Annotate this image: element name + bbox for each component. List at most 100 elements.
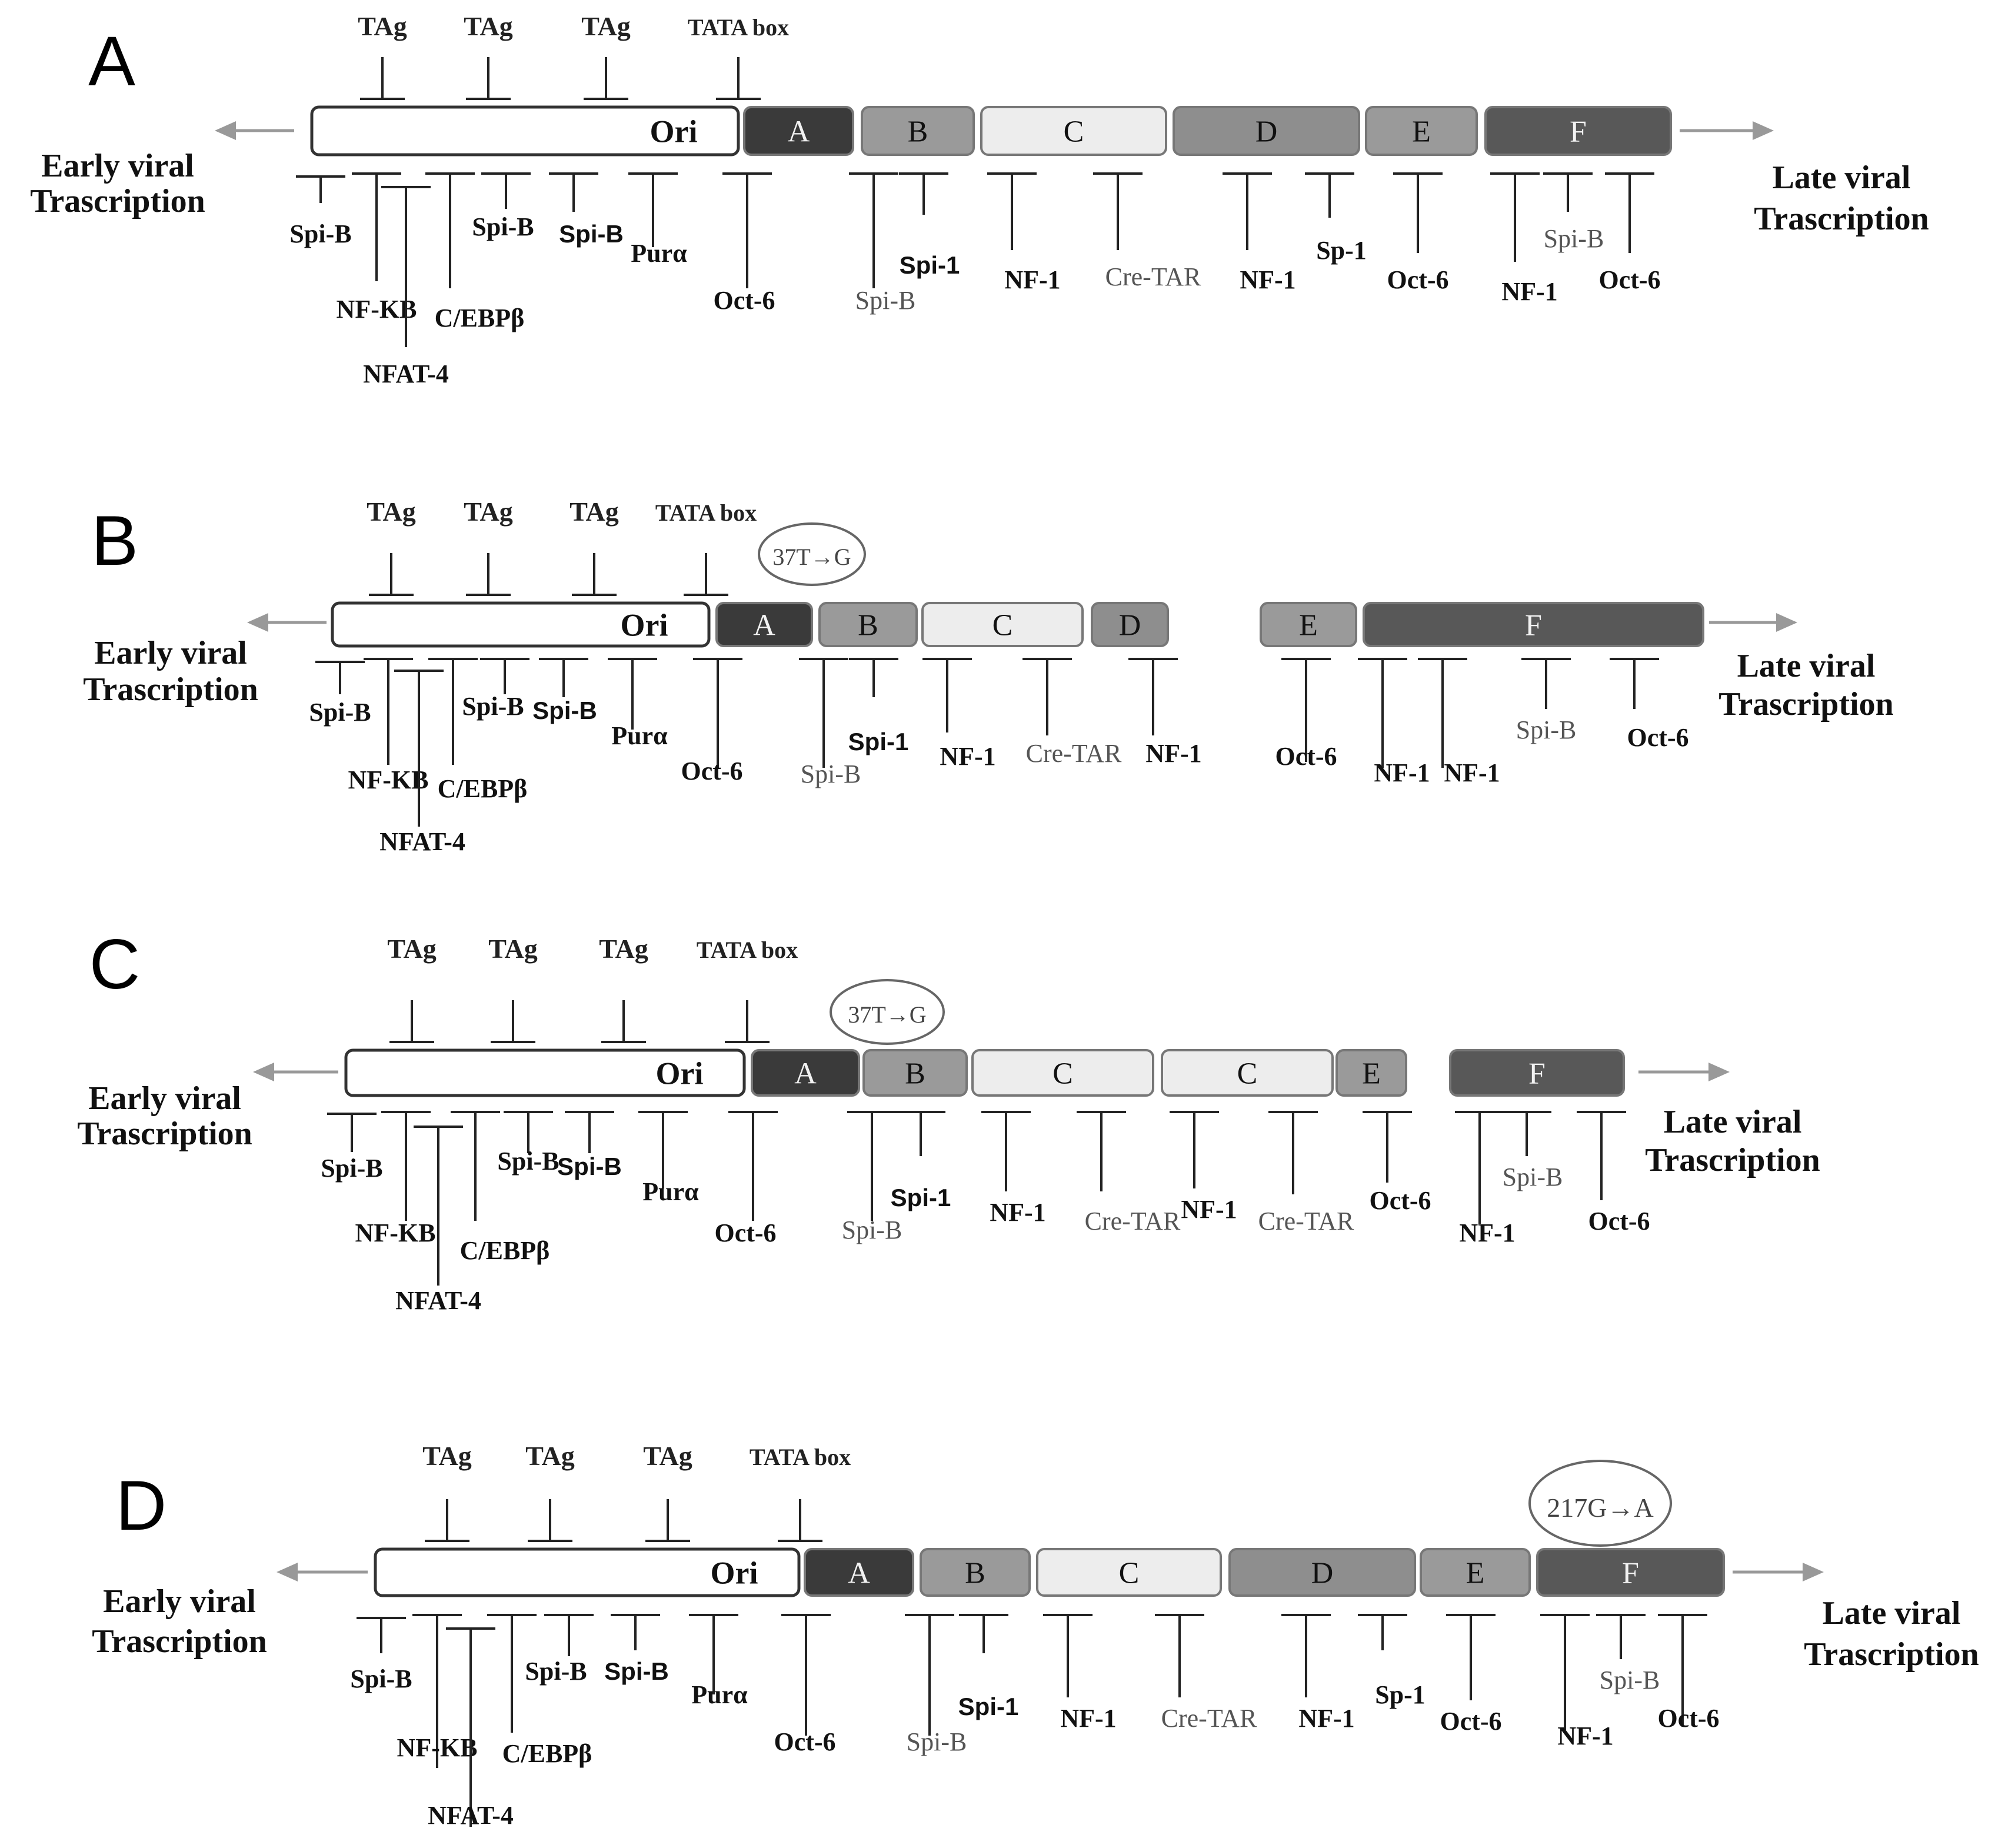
tag-site-label: TAg xyxy=(525,1441,575,1471)
early-transcription-label-line: Trascription xyxy=(30,183,205,219)
binding-site-marker xyxy=(849,658,898,697)
binding-site-marker xyxy=(849,172,898,288)
binding-site-label: NF-1 xyxy=(1557,1722,1613,1750)
binding-site-label: Spi-B xyxy=(497,1147,559,1176)
binding-site-label: NFAT-4 xyxy=(363,359,449,388)
ori-label: Ori xyxy=(621,608,668,643)
binding-site-label: Spi-B xyxy=(472,212,534,241)
binding-site-marker xyxy=(1043,1614,1093,1697)
binding-site-marker xyxy=(1128,658,1178,735)
binding-site-label: C/EBPβ xyxy=(435,304,525,332)
top-site-marker xyxy=(645,1499,690,1542)
binding-site-label: Oct-6 xyxy=(1387,265,1448,294)
tag-site-label: TAg xyxy=(464,11,513,41)
binding-site-marker xyxy=(628,172,678,247)
tag-site-label: TAg xyxy=(387,934,437,964)
early-transcription-arrow xyxy=(247,613,327,632)
late-transcription-label-line: Trascription xyxy=(1804,1636,1979,1673)
binding-site-marker xyxy=(414,1126,463,1286)
binding-site-label: NF-1 xyxy=(940,742,995,771)
binding-site-label: Cre-TAR xyxy=(1161,1704,1257,1733)
binding-site-marker xyxy=(638,1111,688,1188)
late-transcription-label-line: Late viral xyxy=(1737,648,1876,684)
promoter-block-f: F xyxy=(1484,106,1672,156)
binding-site-label: NFAT-4 xyxy=(395,1286,481,1315)
binding-site-marker xyxy=(1577,1111,1626,1200)
binding-site-marker xyxy=(1502,1111,1551,1156)
binding-site-label: Purα xyxy=(611,721,668,750)
block-label: E xyxy=(1466,1557,1485,1590)
mutation-callout: 37T→G xyxy=(758,522,866,586)
binding-site-marker xyxy=(781,1614,831,1736)
binding-site-label: NF-1 xyxy=(1459,1218,1515,1247)
binding-site-marker xyxy=(608,658,657,730)
top-site-marker xyxy=(725,1000,770,1043)
binding-site-marker xyxy=(381,186,431,347)
binding-site-label: NF-1 xyxy=(1444,758,1500,787)
binding-site-marker xyxy=(611,1614,660,1650)
binding-site-marker xyxy=(896,1111,945,1156)
binding-site-label: Spi-B xyxy=(604,1657,669,1685)
binding-site-marker xyxy=(1610,658,1659,709)
binding-site-label: Cre-TAR xyxy=(1026,739,1122,768)
binding-site-label: Spi-1 xyxy=(891,1184,951,1211)
panel-letter: B xyxy=(91,501,138,580)
binding-site-marker xyxy=(487,1614,537,1733)
binding-site-marker xyxy=(922,658,972,732)
binding-site-label: Sp-1 xyxy=(1375,1680,1426,1709)
top-site-marker xyxy=(466,553,511,596)
promoter-block-c: C xyxy=(971,1049,1154,1097)
tag-site-label: TAg xyxy=(581,11,631,41)
block-label: E xyxy=(1299,609,1318,642)
panel-letter: D xyxy=(116,1466,167,1545)
promoter-block-c: C xyxy=(1036,1548,1222,1597)
binding-site-marker xyxy=(1658,1614,1707,1727)
binding-site-marker xyxy=(544,1614,594,1656)
promoter-block-b: B xyxy=(818,602,918,647)
block-label: E xyxy=(1412,115,1431,149)
binding-site-label: NF-1 xyxy=(1240,265,1295,294)
binding-site-marker xyxy=(1490,172,1540,262)
binding-site-marker xyxy=(412,1614,462,1768)
binding-site-label: Spi-B xyxy=(559,220,624,248)
binding-site-marker xyxy=(1358,1614,1407,1650)
binding-site-marker xyxy=(1093,172,1143,250)
binding-site-label: Sp-1 xyxy=(1316,236,1367,265)
early-transcription-label-line: Early viral xyxy=(41,148,194,184)
binding-site-marker xyxy=(1446,1614,1496,1700)
binding-site-marker xyxy=(327,1113,377,1152)
binding-site-marker xyxy=(1170,1111,1219,1188)
promoter-block-b: B xyxy=(862,1049,968,1097)
binding-site-label: Oct-6 xyxy=(1369,1186,1431,1215)
binding-site-marker xyxy=(315,661,365,694)
binding-site-marker xyxy=(1543,172,1593,212)
ori-label: Ori xyxy=(711,1556,758,1591)
promoter-block-f: F xyxy=(1536,1548,1725,1597)
late-transcription-label-line: Trascription xyxy=(1754,201,1929,237)
binding-site-marker xyxy=(693,658,742,768)
binding-site-label: Spi-1 xyxy=(958,1693,1019,1720)
binding-site-label: Spi-B xyxy=(532,697,597,724)
tag-site-label: TAg xyxy=(643,1441,692,1471)
binding-site-label: Oct-6 xyxy=(1657,1704,1719,1733)
late-transcription-arrow xyxy=(1709,613,1797,632)
top-site-marker xyxy=(572,553,617,596)
binding-site-marker xyxy=(480,658,529,694)
binding-site-label: Spi-B xyxy=(1544,224,1604,253)
early-transcription-arrow xyxy=(215,121,294,140)
binding-site-label: Spi-B xyxy=(289,219,351,248)
block-label: F xyxy=(1528,1057,1546,1091)
promoter-block-ori: Ori xyxy=(310,105,740,157)
binding-site-marker xyxy=(1223,172,1272,250)
late-transcription-arrow xyxy=(1733,1563,1824,1581)
top-site-marker xyxy=(584,57,628,100)
binding-site-marker xyxy=(981,1111,1031,1191)
binding-site-marker xyxy=(987,172,1037,250)
block-label: B xyxy=(965,1557,985,1590)
binding-site-label: Spi-B xyxy=(462,692,524,721)
promoter-block-a: A xyxy=(804,1548,914,1597)
